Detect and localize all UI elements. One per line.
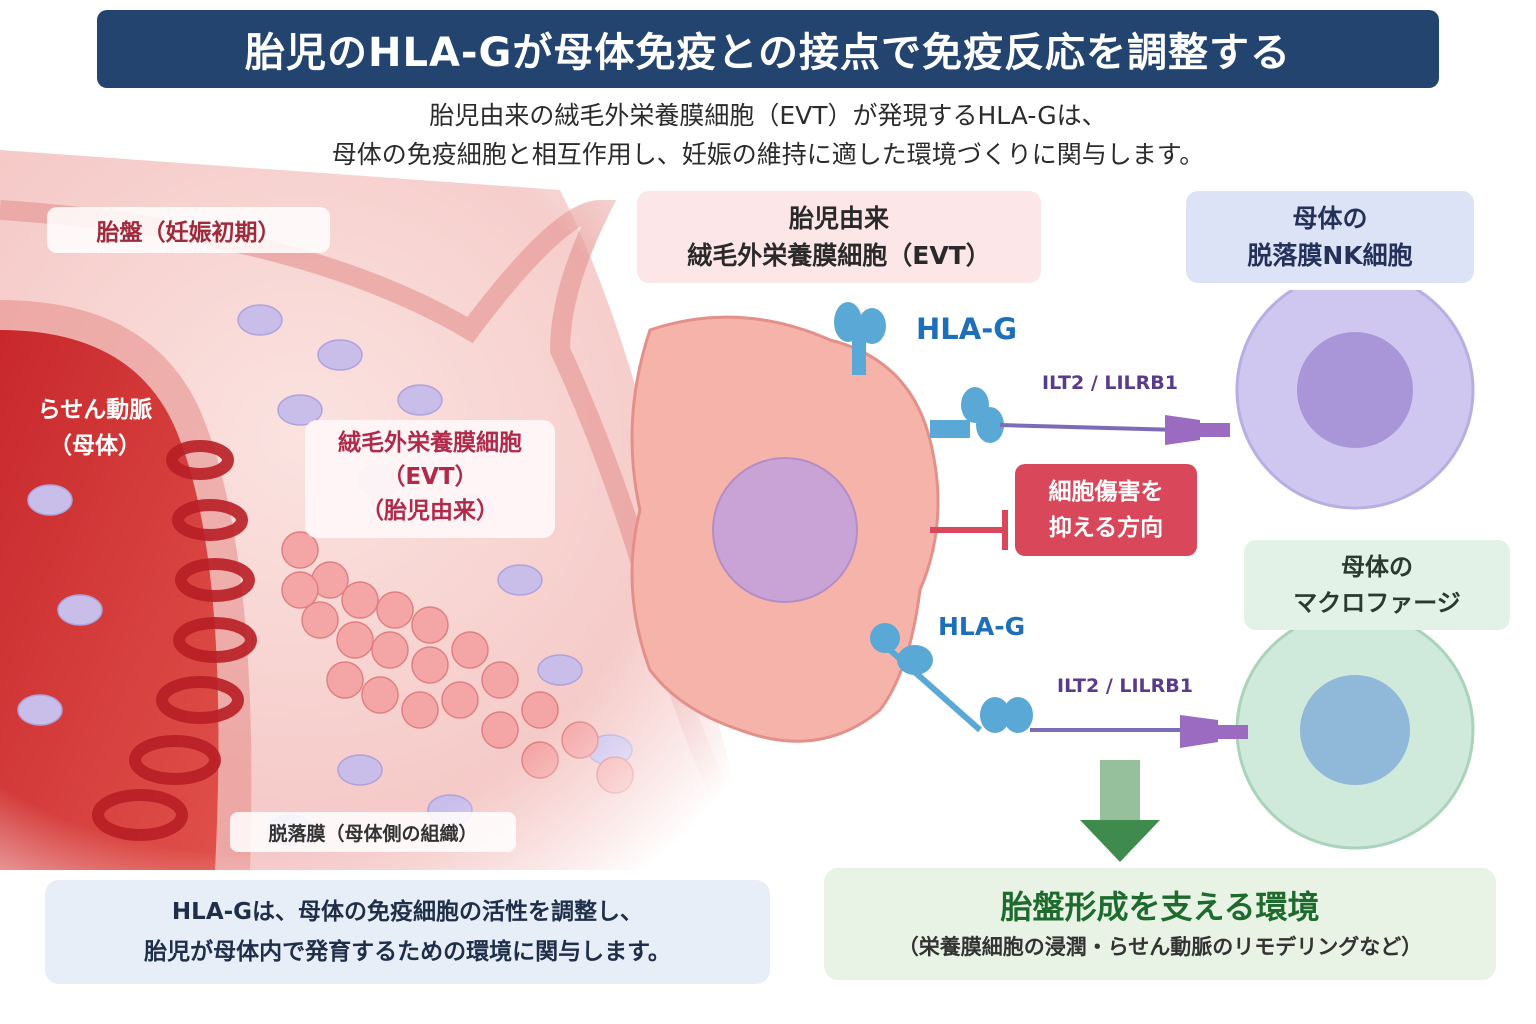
info-line-2: 胎児が母体内で発育するための環境に関与します。 — [144, 939, 671, 965]
nk-box-line-2: 脱落膜NK細胞 — [1247, 241, 1413, 270]
page-title: 胎児のHLA-Gが母体免疫との接点で免疫反応を調整する — [97, 10, 1439, 88]
evt-callout-line-1: 絨毛外栄養膜細胞 — [338, 430, 522, 456]
suppress-inhibit — [930, 510, 1008, 550]
nk-box-line-1: 母体の — [1292, 204, 1368, 233]
hla-g-label-top: HLA-G — [916, 312, 1018, 346]
nk-nucleus — [1297, 332, 1413, 448]
suppress-line-1: 細胞傷害を — [1048, 479, 1164, 505]
subtitle: 胎児由来の絨毛外栄養膜細胞（EVT）が発現するHLA-Gは、 母体の免疫細胞と相… — [160, 96, 1376, 174]
subtitle-line-2: 母体の免疫細胞と相互作用し、妊娠の維持に適した環境づくりに関与します。 — [331, 140, 1205, 169]
info-box-left: HLA-Gは、母体の免疫細胞の活性を調整し、 胎児が母体内で発育するための環境に… — [45, 880, 770, 984]
receptor-label-top: ILT2 / LILRB1 — [1042, 372, 1178, 394]
environment-subtitle: （栄養膜細胞の浸潤・らせん動脈のリモデリングなど） — [897, 935, 1423, 959]
evt-nucleus — [712, 457, 858, 603]
macrophage-nucleus — [1300, 675, 1410, 785]
info-line-1: HLA-Gは、母体の免疫細胞の活性を調整し、 — [171, 899, 644, 925]
subtitle-line-1: 胎児由来の絨毛外栄養膜細胞（EVT）が発現するHLA-Gは、 — [429, 101, 1107, 130]
receptor-bottom-blue — [980, 697, 1033, 733]
artery-label-line-2: （母体） — [49, 433, 141, 459]
hla-g-top-molecule — [834, 302, 886, 375]
interaction-diagram — [630, 290, 1475, 862]
evt-callout-line-2: （EVT） — [382, 464, 478, 490]
receptor-top-blue — [930, 387, 1004, 443]
evt-callout: 絨毛外栄養膜細胞 （EVT） （胎児由来） — [305, 420, 555, 538]
receptor-label-bottom: ILT2 / LILRB1 — [1057, 675, 1193, 697]
suppress-line-2: 抑える方向 — [1048, 515, 1164, 541]
decidua-label: 脱落膜（母体側の組織） — [230, 812, 516, 852]
nk-box: 母体の 脱落膜NK細胞 — [1186, 191, 1474, 283]
placenta-label: 胎盤（妊娠初期） — [47, 207, 330, 253]
environment-box: 胎盤形成を支える環境 （栄養膜細胞の浸潤・らせん動脈のリモデリングなど） — [824, 868, 1496, 980]
hla-g-bottom-molecule — [870, 623, 982, 733]
hla-g-label-bottom: HLA-G — [938, 612, 1026, 641]
receptor-bottom-purple — [1180, 715, 1248, 748]
evt-box-line-2: 絨毛外栄養膜細胞（EVT） — [687, 241, 991, 270]
evt-callout-line-3: （胎児由来） — [361, 498, 499, 524]
artery-label-line-1: らせん動脈 — [37, 397, 153, 423]
macrophage-box-line-2: マクロファージ — [1293, 589, 1461, 617]
receptor-top-line — [999, 423, 1181, 432]
suppress-box: 細胞傷害を 抑える方向 — [1015, 464, 1197, 556]
evt-box-line-1: 胎児由来 — [788, 204, 889, 233]
macrophage-box-line-1: 母体の — [1341, 553, 1413, 581]
macrophage-box: 母体の マクロファージ — [1244, 540, 1510, 630]
down-arrow — [1080, 760, 1160, 862]
environment-title: 胎盤形成を支える環境 — [1000, 888, 1320, 926]
receptor-top-purple — [1165, 415, 1230, 445]
evt-box: 胎児由来 絨毛外栄養膜細胞（EVT） — [637, 191, 1041, 283]
artery-label: らせん動脈 （母体） — [10, 392, 180, 464]
